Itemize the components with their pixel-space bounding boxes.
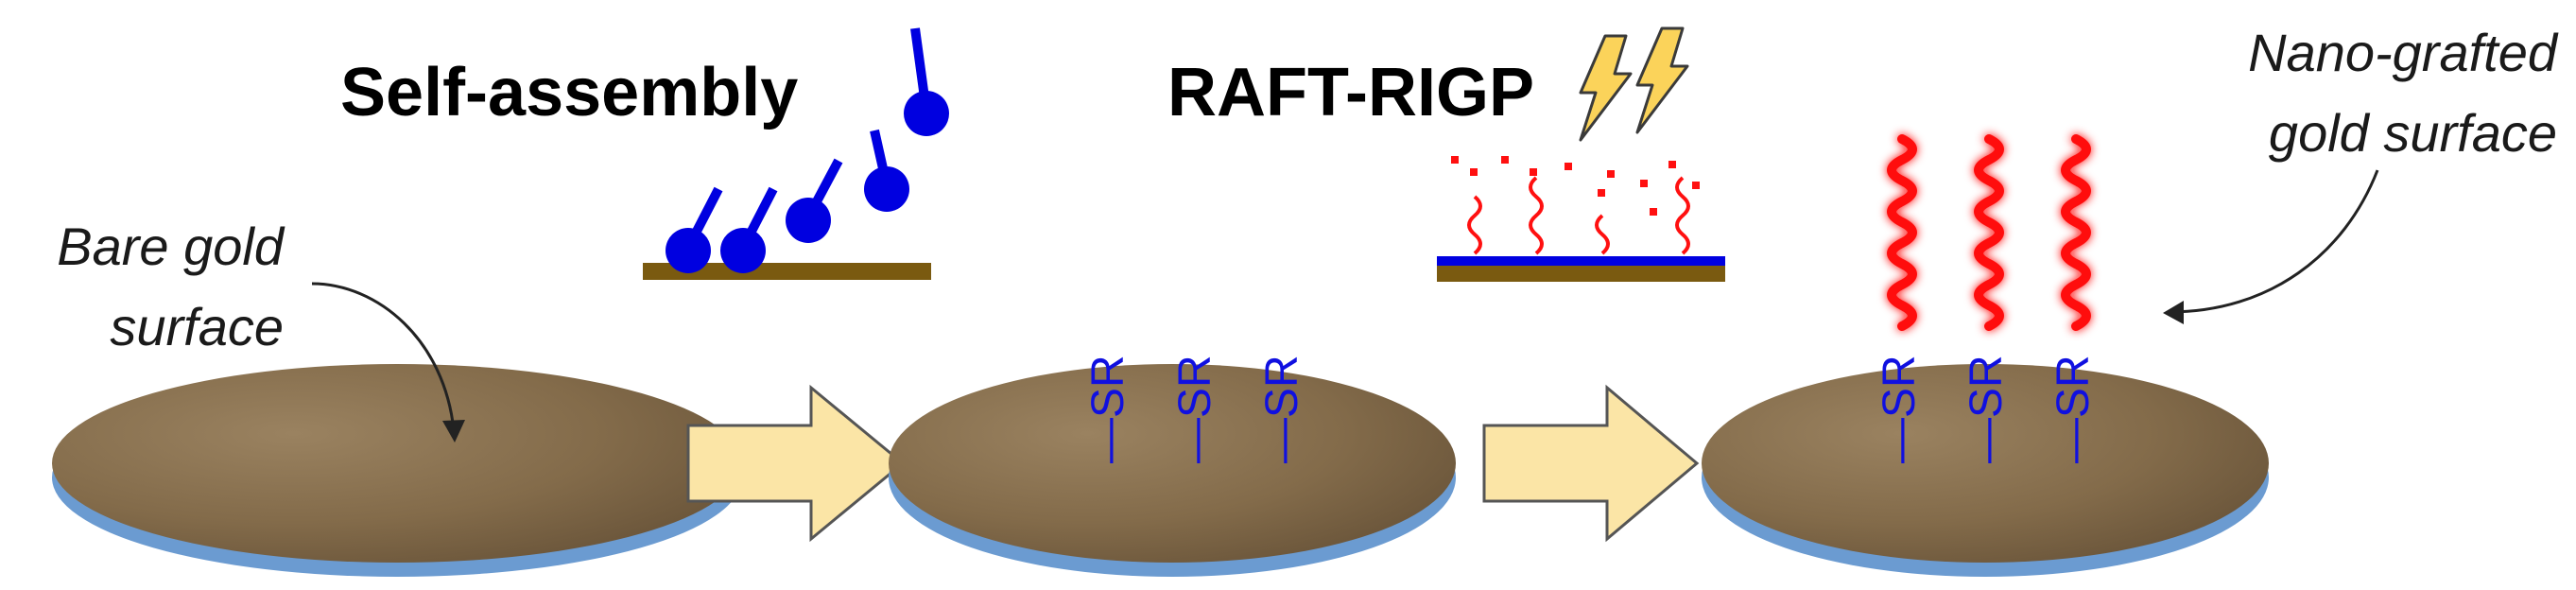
bare-gold-caption-line2: surface [110, 297, 284, 356]
nano-grafted-pointer-arrow [2169, 169, 2379, 314]
sr-label: —SR [2049, 355, 2099, 463]
self-assembly-title: Self-assembly [340, 55, 798, 130]
thiol-molecule [786, 158, 843, 243]
functionalized-gold-disk [889, 364, 1456, 577]
sr-label: —SR [1875, 355, 1925, 463]
sr-label: —SR [1083, 355, 1133, 463]
bare-gold-pointer-arrowhead [442, 420, 465, 442]
bare-gold-caption-line1: Bare gold [57, 217, 285, 276]
monomer-dashes [1451, 156, 1700, 216]
nano-grafted-gold-disk [1702, 364, 2269, 577]
grafted-polymer-brush [1887, 134, 2091, 331]
thiol-molecule [864, 129, 909, 212]
thiol-molecule [666, 186, 723, 273]
sr-label: —SR [1962, 355, 2012, 463]
lightning-bolt-icon [1579, 34, 1633, 142]
raft-rigp-title: RAFT-RIGP [1167, 55, 1534, 130]
nano-grafted-caption-line2: gold surface [2269, 103, 2557, 163]
thiol-molecule [720, 186, 778, 273]
lightning-bolt-icon [1635, 26, 1689, 134]
bare-gold-disk [52, 364, 742, 577]
block-arrow-right-1 [686, 384, 906, 543]
nano-grafted-pointer-arrowhead [2163, 301, 2184, 324]
block-arrow-right-2 [1482, 384, 1700, 543]
bare-gold-pointer-arrow [311, 282, 456, 431]
thiol-molecule [904, 27, 949, 136]
raft-inset-monolayer-bar [1437, 256, 1725, 266]
self-assembly-substrate-bar [643, 263, 931, 280]
raft-inset-gold-bar [1437, 265, 1725, 282]
sr-label: —SR [1170, 355, 1220, 463]
sr-label: —SR [1257, 355, 1307, 463]
growing-polymer-chain [1467, 176, 1690, 255]
nano-grafted-caption-line1: Nano-grafted [2248, 23, 2559, 82]
